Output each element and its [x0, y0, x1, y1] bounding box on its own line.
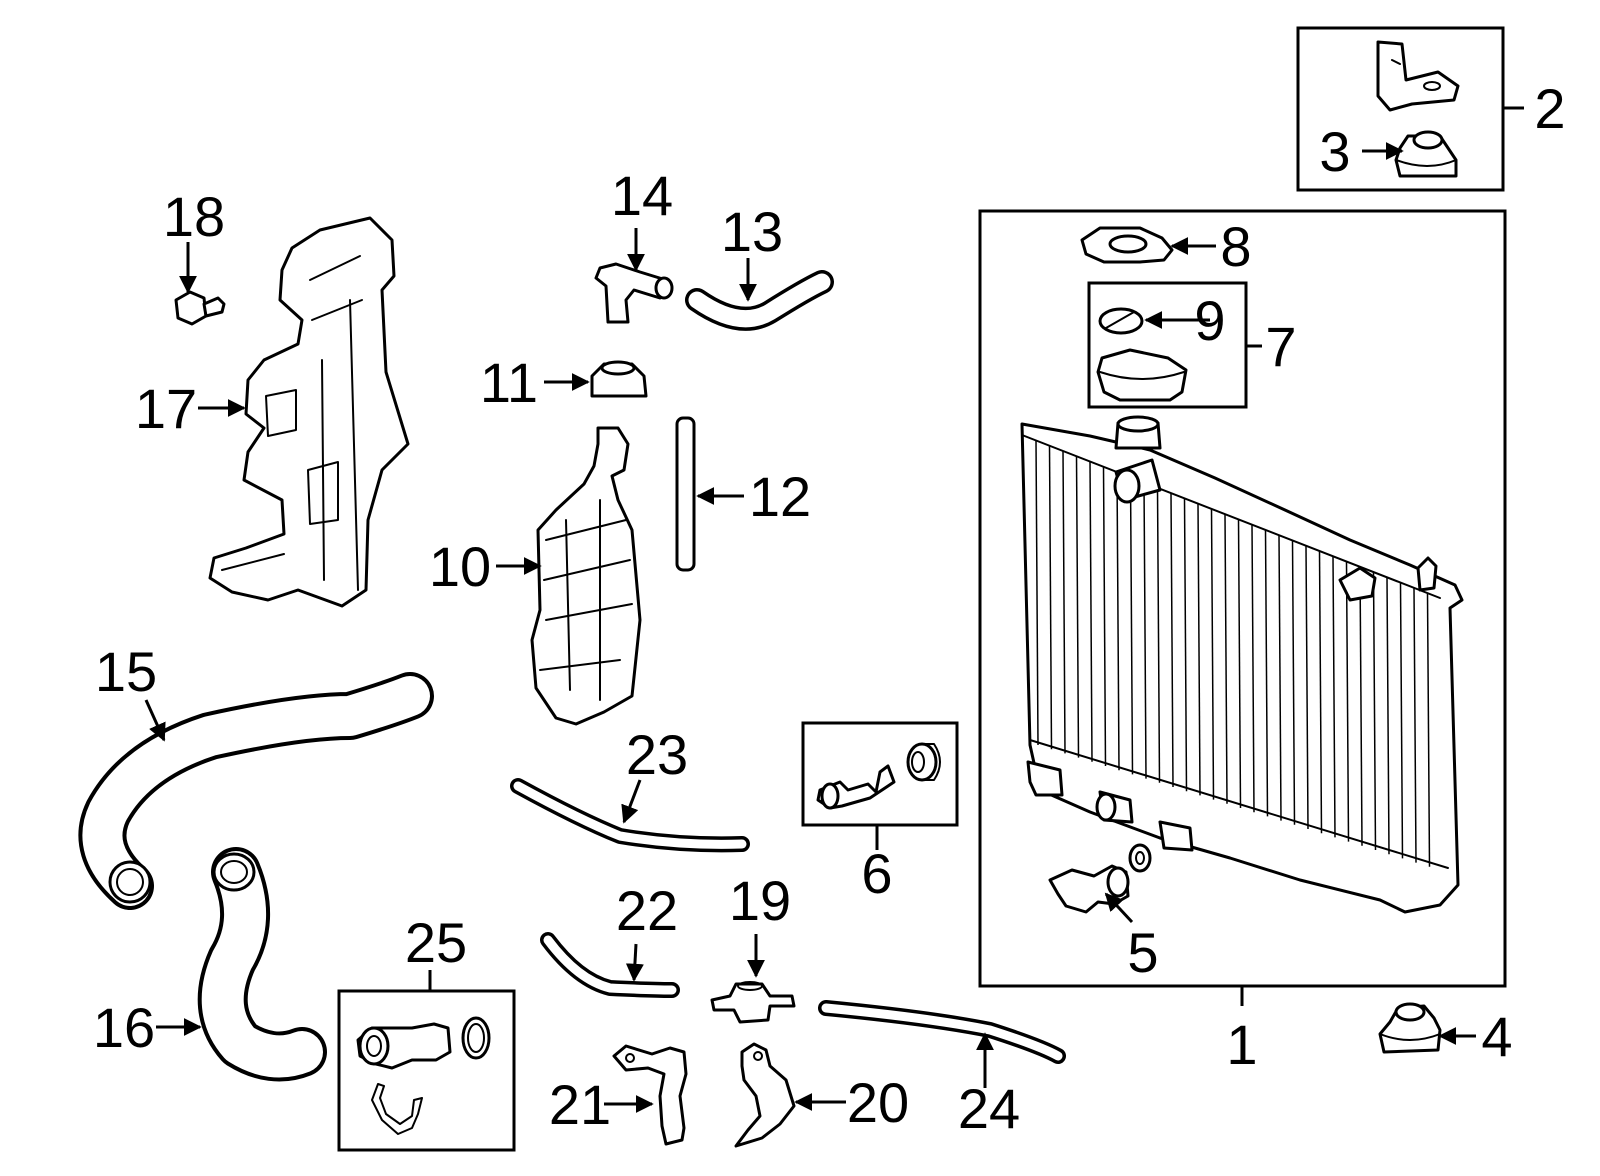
bolt-icon	[174, 290, 226, 326]
callout-2: 2	[1534, 77, 1565, 140]
grommet-icon	[1394, 130, 1458, 178]
callout-18: 18	[163, 185, 225, 248]
callout-24: 24	[958, 1077, 1020, 1140]
callout-20: 20	[847, 1071, 909, 1134]
callout-7: 7	[1265, 315, 1296, 378]
drain-plug-icon	[1048, 843, 1152, 914]
elbow-fitting-icon	[594, 262, 674, 324]
air-guide-icon	[208, 216, 410, 608]
radiator-icon	[1020, 415, 1464, 914]
callout-13: 13	[721, 200, 783, 263]
group-box-2-3	[1296, 26, 1505, 192]
overflow-tube-icon	[675, 416, 696, 572]
callout-11: 11	[480, 351, 538, 414]
callout-15: 15	[95, 640, 157, 703]
gasket-icon	[1098, 307, 1144, 335]
small-hose-icon	[685, 270, 834, 331]
callout-21: 21	[549, 1073, 611, 1136]
callout-3: 3	[1319, 120, 1350, 183]
thermostat-icon	[356, 1016, 491, 1135]
upper-hose-icon	[78, 672, 434, 910]
leader-lines	[144, 106, 1524, 1113]
bracket-21-icon	[612, 1044, 688, 1146]
reservoir-cap-icon	[590, 360, 648, 398]
callout-9: 9	[1194, 289, 1225, 352]
callout-labels: 1 2 3 4 5 6 7 8 9 10 11 12 13 14 15 16 1…	[93, 77, 1566, 1140]
callout-23: 23	[626, 723, 688, 786]
hose-22-icon	[540, 932, 680, 998]
callout-5: 5	[1127, 921, 1158, 984]
hose-23-icon	[510, 778, 750, 853]
callout-25: 25	[405, 911, 467, 974]
hose-24-icon	[818, 1000, 1066, 1064]
callout-10: 10	[429, 535, 491, 598]
callout-4: 4	[1481, 1005, 1512, 1068]
radiator-cap-icon	[1096, 348, 1188, 402]
callout-17: 17	[135, 377, 197, 440]
reservoir-tank-icon	[530, 426, 642, 726]
callout-6: 6	[861, 842, 892, 905]
callout-22: 22	[616, 879, 678, 942]
bracket-20-icon	[734, 1042, 796, 1148]
group-box-6	[801, 721, 959, 827]
callout-12: 12	[749, 465, 811, 528]
lower-grommet-icon	[1378, 1002, 1442, 1054]
seal-plate-icon	[1080, 226, 1174, 264]
callout-14: 14	[611, 164, 673, 227]
fitting-icon	[816, 742, 941, 810]
callout-16: 16	[93, 996, 155, 1059]
lower-hose-icon	[197, 847, 327, 1082]
group-box-25	[337, 989, 516, 1152]
callout-1: 1	[1226, 1013, 1257, 1076]
callout-8: 8	[1220, 215, 1251, 278]
callout-19: 19	[729, 869, 791, 932]
check-valve-icon	[710, 981, 796, 1024]
bracket-icon	[1376, 40, 1460, 112]
